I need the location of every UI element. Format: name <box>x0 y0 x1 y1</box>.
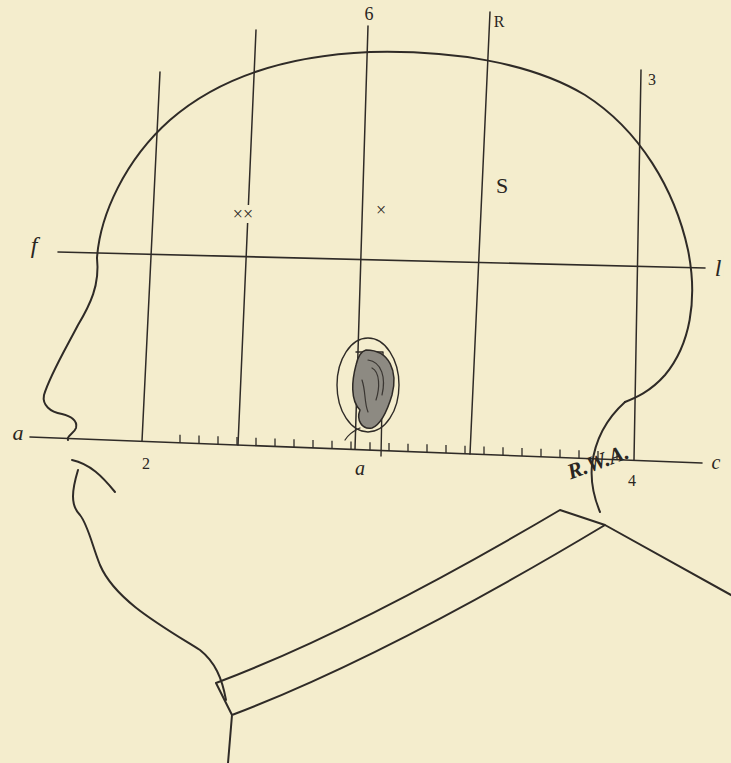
monogram: R.W.A. <box>562 440 633 484</box>
scale-tick <box>426 444 427 452</box>
line-number: 6 <box>363 5 376 23</box>
vertical-line <box>634 70 641 460</box>
chin-outline <box>73 470 226 700</box>
scale-tick <box>179 435 180 443</box>
region-letter: S <box>494 175 510 197</box>
scale-tick <box>559 450 560 458</box>
line-number: 3 <box>646 72 658 88</box>
horizontal-line <box>58 252 705 268</box>
scale-tick <box>521 448 522 456</box>
head-outline <box>97 52 692 402</box>
scale-tick <box>274 438 275 446</box>
scale-tick <box>407 444 408 452</box>
scale-tick <box>388 443 389 451</box>
scale-ticks <box>180 435 617 460</box>
line-letter: a <box>11 422 26 444</box>
ear-lobe-line <box>345 428 360 440</box>
scale-tick <box>445 445 446 453</box>
scale-tick <box>369 442 370 450</box>
scale-tick <box>217 436 218 444</box>
line-letter: a <box>353 458 367 478</box>
line-letter: l <box>713 256 724 280</box>
scale-tick <box>350 441 351 449</box>
ear <box>353 350 394 428</box>
scale-tick <box>255 438 256 446</box>
vertical-line <box>142 72 160 441</box>
scale-tick <box>540 449 541 457</box>
scale-tick <box>502 447 503 455</box>
mark: × <box>374 201 388 219</box>
scale-tick <box>293 439 294 447</box>
ear-detail <box>362 360 383 412</box>
collar <box>216 510 731 763</box>
scale-tick <box>312 440 313 448</box>
scale-tick <box>198 436 199 444</box>
line-letter: f <box>29 233 40 257</box>
scale-tick <box>236 437 237 445</box>
ear-outline <box>337 338 399 432</box>
line-number: 2 <box>140 456 152 472</box>
vertical-line <box>238 30 256 445</box>
scale-tick <box>464 446 465 454</box>
line-number: 4 <box>626 473 638 489</box>
mouth-line <box>72 460 115 492</box>
line-letter: c <box>710 452 723 472</box>
face-outline <box>44 258 98 440</box>
mark: ×× <box>231 205 255 223</box>
scale-tick <box>331 441 332 449</box>
scale-tick <box>483 447 484 455</box>
line-letter: R <box>492 14 507 30</box>
vertical-line <box>470 12 490 454</box>
